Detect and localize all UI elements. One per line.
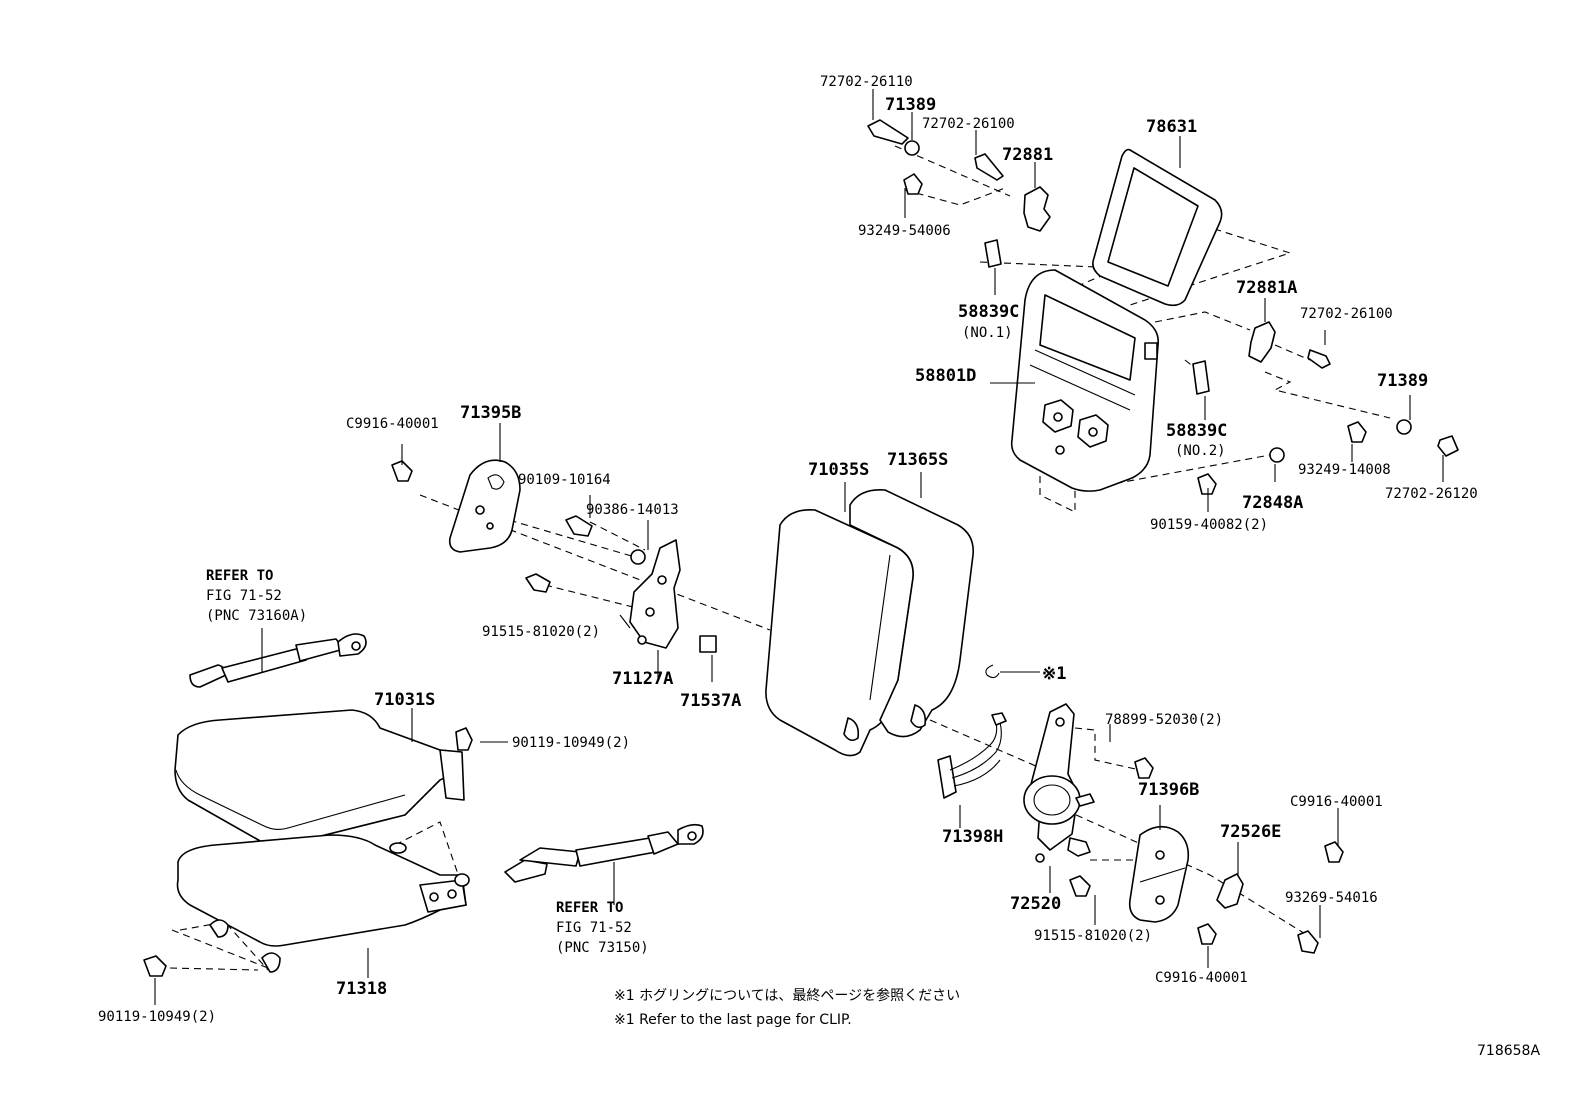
- label-refer1-a: REFER TO: [206, 568, 273, 584]
- seatback-cushion-71365S: [849, 488, 975, 738]
- footnotes: ※1 ホグリングについては、最終ページを参照ください ※1 Refer to t…: [614, 987, 960, 1028]
- label-72520: 72520: [1010, 894, 1061, 914]
- label-78631: 78631: [1146, 117, 1197, 137]
- label-refer2-a: REFER TO: [556, 900, 623, 916]
- label-refer1-b: FIG 71-52: [206, 588, 282, 604]
- label-refer2-c: (PNC 73150): [556, 940, 649, 956]
- label-71537A: [699, 635, 717, 653]
- label-71318: 71318: [336, 979, 387, 999]
- label-90119-10949-top: 90119-10949(2): [512, 735, 630, 751]
- label-71537A: 71537A: [680, 691, 741, 711]
- label-refer1-c: (PNC 73160A): [206, 608, 307, 624]
- recliner-72520: [1023, 703, 1095, 863]
- pad-58839C-no1: [984, 239, 1002, 268]
- bolt-91515-81020-right: [1069, 875, 1091, 897]
- bolt-C9916-40001-bottom: [1197, 923, 1217, 945]
- label-91515-81020-right: 91515-81020(2): [1034, 928, 1152, 944]
- label-no2: (NO.2): [1175, 443, 1226, 459]
- cover-71395B: [448, 459, 521, 553]
- label-58839C-no1: 58839C: [958, 302, 1019, 322]
- hog-ring-clip: [985, 664, 1000, 679]
- label-93269-54016: 93269-54016: [1285, 890, 1378, 906]
- label-71365S: 71365S: [887, 450, 948, 470]
- label-C9916-40001-right: C9916-40001: [1290, 794, 1383, 810]
- headrest-frame-78631: [1092, 148, 1223, 307]
- footnote-japanese: ※1 ホグリングについては、最終ページを参照ください: [614, 987, 960, 1004]
- label-mark1: ※1: [1042, 664, 1066, 684]
- label-72702-26100-top: 72702-26100: [922, 116, 1015, 132]
- label-refer2-b: FIG 71-52: [556, 920, 632, 936]
- seat-cushion-71031S: [174, 709, 465, 847]
- label-C9916-40001-left: C9916-40001: [346, 416, 439, 432]
- label-93249-54006: 93249-54006: [858, 223, 951, 239]
- label-71398H: 71398H: [942, 827, 1003, 847]
- fasteners-top: [867, 119, 1459, 495]
- label-90386-14013: 90386-14013: [586, 502, 679, 518]
- label-71395B: 71395B: [460, 403, 521, 423]
- bolt-C9916-40001-left: [391, 460, 413, 482]
- seatback-frame-58801D: [1010, 269, 1160, 492]
- label-72702-26120: 72702-26120: [1385, 486, 1478, 502]
- label-72848A: 72848A: [1242, 493, 1303, 513]
- bolt-C9916-40001-right: [1324, 841, 1344, 863]
- leader-lines: [154, 89, 1444, 1005]
- bracket-71127A: [629, 539, 681, 649]
- label-90159-40082: 90159-40082(2): [1150, 517, 1268, 533]
- label-72702-26100-right: 72702-26100: [1300, 306, 1393, 322]
- harness-71398H: [937, 712, 1007, 799]
- label-58839C-no2: 58839C: [1166, 421, 1227, 441]
- screw-93269-54016: [1297, 930, 1319, 954]
- bolt-90386-14013: [565, 515, 593, 537]
- label-72526E: 72526E: [1220, 822, 1281, 842]
- bolt-91515-81020-left: [525, 573, 551, 593]
- nut-90109-10164: [630, 549, 646, 565]
- label-71031S: 71031S: [374, 690, 435, 710]
- footnote-english: ※1 Refer to the last page for CLIP.: [614, 1012, 852, 1028]
- bolt-90119-10949-bottom: [143, 955, 167, 977]
- seat-frame-71318: [176, 834, 470, 973]
- label-no1: (NO.1): [962, 325, 1013, 341]
- label-58801D: 58801D: [915, 366, 976, 386]
- label-90109-10164: 90109-10164: [518, 472, 611, 488]
- label-90119-10949-bottom: 90119-10949(2): [98, 1009, 216, 1025]
- label-71389-right: 71389: [1377, 371, 1428, 391]
- seatbelt-73160A: [189, 633, 367, 688]
- part-number-labels: 72702-26110 71389 72702-26100 78631 7288…: [98, 74, 1478, 1025]
- cover-71396B: [1128, 825, 1190, 923]
- hinge-72881: [1023, 186, 1051, 232]
- lever-72526E: [1216, 873, 1244, 909]
- bolt-90119-10949-top: [455, 727, 473, 751]
- figure-id: 718658A: [1477, 1043, 1540, 1059]
- label-78899-52030: 78899-52030(2): [1105, 712, 1223, 728]
- bolt-78899-52030: [1134, 757, 1154, 779]
- label-C9916-40001-bottom: C9916-40001: [1155, 970, 1248, 986]
- label-71035S: 71035S: [808, 460, 869, 480]
- label-71127A: 71127A: [612, 669, 673, 689]
- label-72881: 72881: [1002, 145, 1053, 165]
- pad-58839C-no2: [1192, 360, 1210, 395]
- seatbelt-73150: [504, 823, 704, 883]
- label-93249-14008: 93249-14008: [1298, 462, 1391, 478]
- label-72702-26110: 72702-26110: [820, 74, 913, 90]
- label-71389-top: 71389: [885, 95, 936, 115]
- seatback-cushion-71035S: [765, 508, 915, 757]
- label-72881A: 72881A: [1236, 278, 1297, 298]
- label-91515-81020-left: 91515-81020(2): [482, 624, 600, 640]
- label-71396B: 71396B: [1138, 780, 1199, 800]
- hinge-72881A: [1248, 321, 1276, 363]
